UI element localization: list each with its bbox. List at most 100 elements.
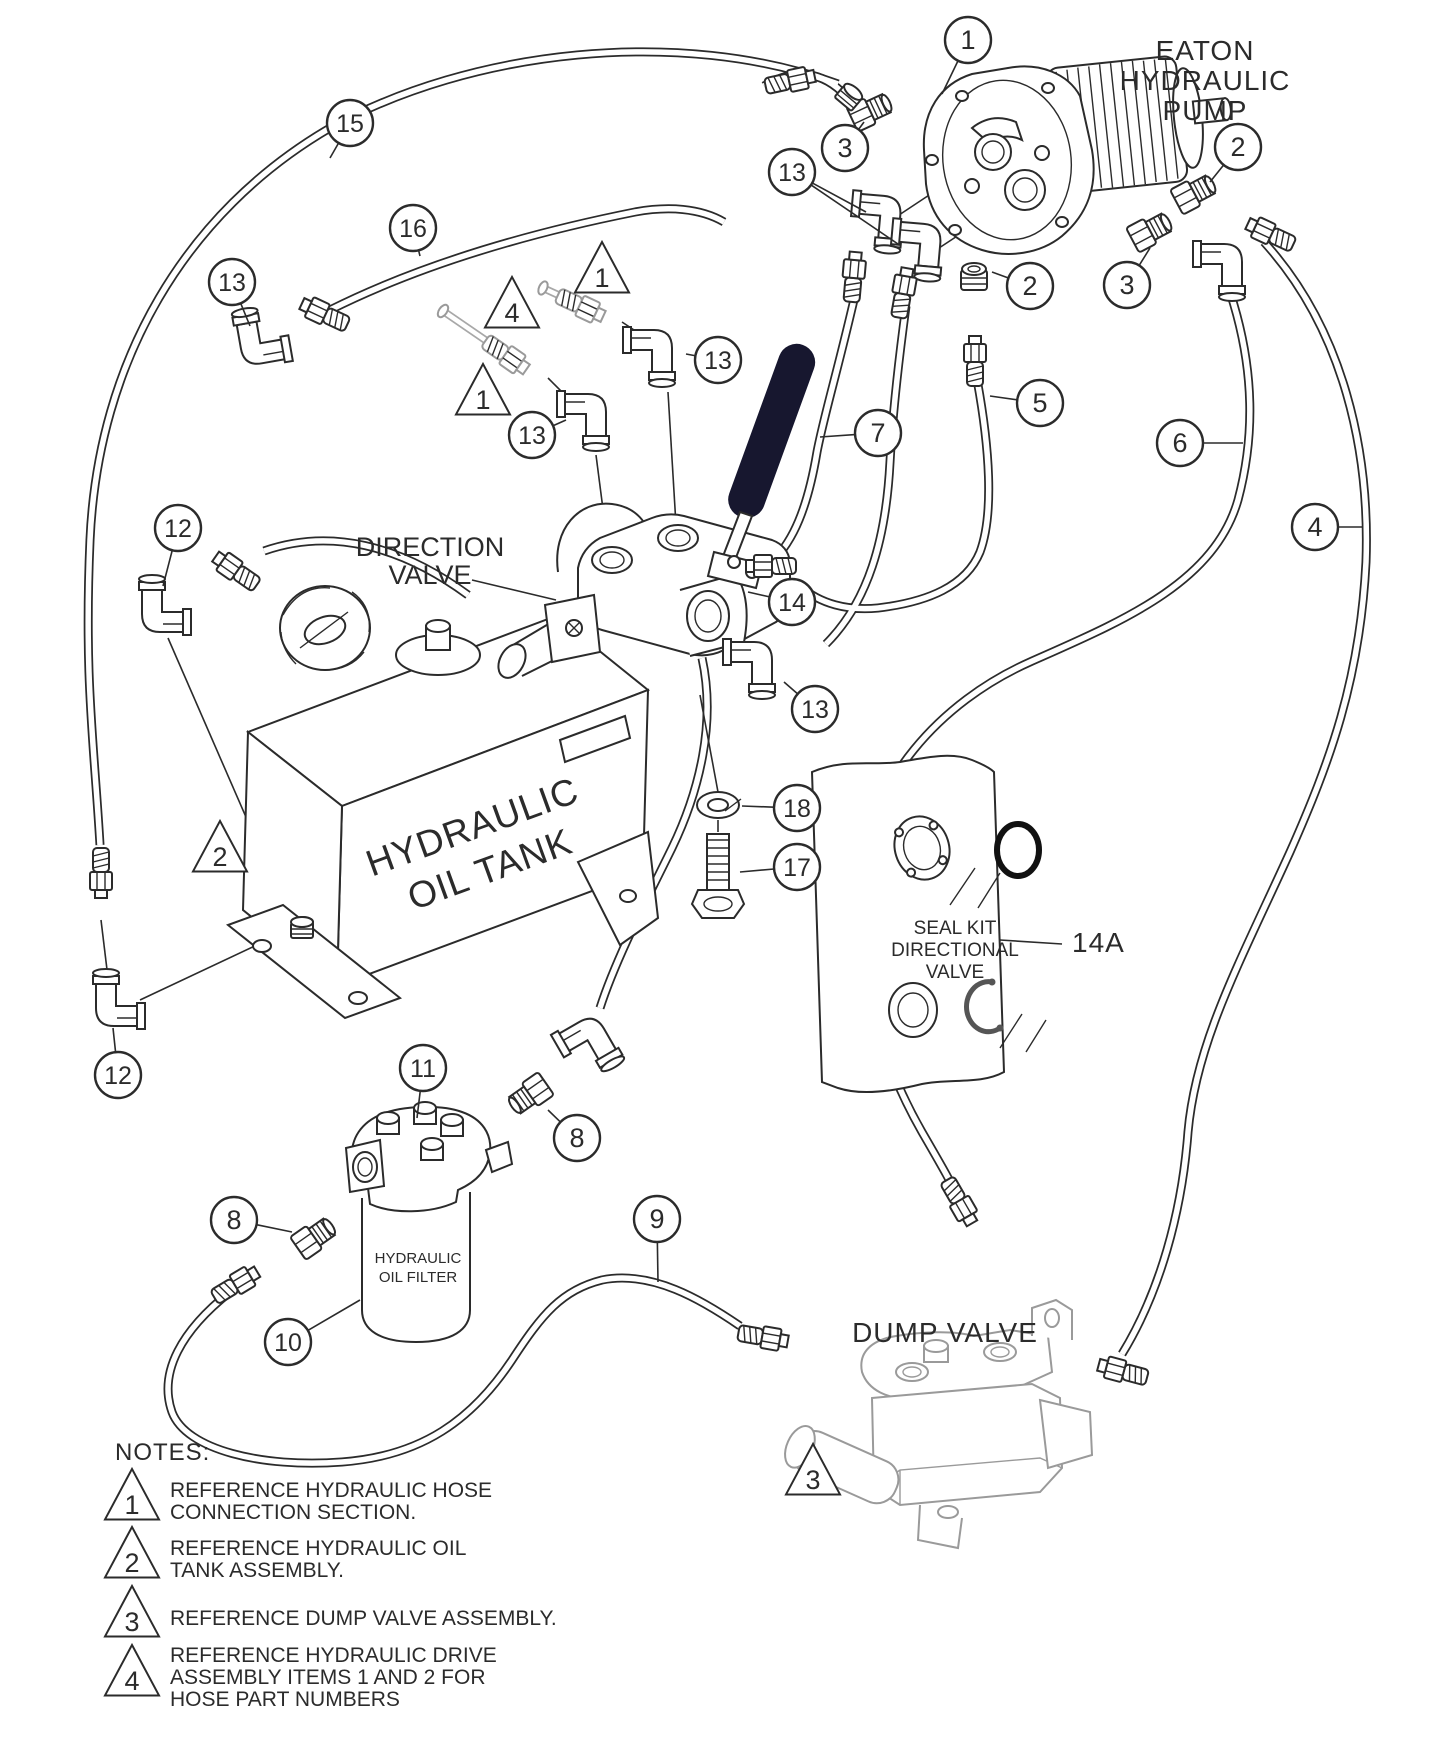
note-text: TANK ASSEMBLY. — [170, 1559, 344, 1582]
svg-text:9: 9 — [649, 1204, 664, 1234]
elbow-fitting — [889, 217, 943, 283]
note-text: ASSEMBLY ITEMS 1 AND 2 FOR — [170, 1666, 485, 1689]
ref-triangle-2: 2 — [103, 1524, 161, 1579]
callout-3: 3 — [820, 121, 870, 173]
callout-2: 2 — [1209, 122, 1263, 183]
callout-11: 11 — [398, 1043, 448, 1119]
svg-text:1: 1 — [124, 1490, 139, 1520]
filter-bosses — [376, 1101, 464, 1161]
oil-seal — [888, 982, 938, 1038]
nut-fitting — [290, 916, 314, 939]
hoseend-fitting — [298, 296, 351, 332]
plug-fitting — [960, 262, 988, 291]
o-ring — [994, 821, 1042, 879]
seal-kit-directional-valve — [810, 754, 1047, 1094]
straight-fitting — [290, 1217, 337, 1260]
hydraulic-oil-filter — [344, 1101, 514, 1344]
seal-kit-label: VALVE — [926, 962, 984, 983]
note-text: REFERENCE HYDRAULIC HOSE — [170, 1479, 492, 1502]
hex-bolt — [690, 833, 746, 919]
filter-label: HYDRAULIC — [375, 1250, 462, 1267]
dump-valve-label: DUMP VALVE — [852, 1317, 1038, 1348]
svg-text:4: 4 — [124, 1666, 139, 1696]
ref-triangle-2: 2 — [191, 818, 249, 873]
svg-text:2: 2 — [1022, 271, 1037, 301]
lock-washer-and-bolt — [690, 791, 746, 919]
seal-kit-ref-label: 14A — [1072, 927, 1125, 958]
svg-text:8: 8 — [569, 1123, 584, 1153]
callout-17: 17 — [739, 842, 822, 892]
svg-text:4: 4 — [1307, 512, 1322, 542]
elbow-fitting — [722, 638, 776, 700]
ref-triangle-1: 1 — [103, 1466, 161, 1521]
svg-text:3: 3 — [837, 133, 852, 163]
callout-12: 12 — [93, 1027, 143, 1100]
fittings-layer — [89, 66, 1297, 1386]
tank-breather — [395, 619, 481, 676]
hose-4 — [1118, 238, 1371, 1357]
hoseend-fitting — [210, 1265, 262, 1304]
ref-triangle-4: 4 — [483, 274, 541, 329]
hoseend-fitting — [745, 554, 797, 578]
ghoseend-fitting — [481, 334, 532, 376]
svg-text:18: 18 — [783, 795, 811, 823]
straight-fitting — [507, 1072, 554, 1115]
callout-1: 1 — [941, 15, 993, 95]
callout-8: 8 — [547, 1109, 602, 1163]
elbow-fitting — [92, 968, 146, 1030]
svg-text:13: 13 — [704, 347, 732, 375]
callout-8: 8 — [209, 1195, 293, 1245]
callout-3: 3 — [1102, 247, 1152, 310]
svg-text:15: 15 — [336, 110, 364, 138]
hoseend-fitting — [890, 266, 918, 320]
hose-6 — [854, 291, 1253, 1200]
seal-kit-label: SEAL KIT — [914, 918, 997, 939]
note-text: REFERENCE DUMP VALVE ASSEMBLY. — [170, 1607, 557, 1630]
straight-fitting — [1126, 212, 1173, 253]
hoseend-fitting — [763, 66, 817, 95]
callout-13: 13 — [507, 410, 567, 460]
svg-text:2: 2 — [212, 842, 227, 872]
seal-kit-label: DIRECTIONAL — [891, 940, 1019, 961]
elbow-fitting — [622, 326, 676, 388]
note-text: HOSE PART NUMBERS — [170, 1688, 400, 1711]
svg-text:1: 1 — [594, 263, 609, 293]
elbow-fitting — [556, 390, 610, 452]
callout-14: 14 — [747, 577, 817, 627]
svg-text:17: 17 — [783, 854, 811, 882]
callout-13: 13 — [207, 257, 257, 327]
hoseend-fitting — [963, 335, 987, 387]
hose-tank-left — [263, 538, 470, 598]
hose-pump-b — [824, 305, 909, 646]
direction-valve-label: VALVE — [388, 560, 471, 590]
callout-5: 5 — [989, 378, 1065, 428]
direction-valve — [497, 343, 816, 679]
svg-text:12: 12 — [164, 515, 192, 543]
callout-18: 18 — [741, 783, 822, 833]
straight-fitting — [1170, 174, 1217, 215]
notes-heading: NOTES: — [115, 1439, 210, 1466]
pump-label: HYDRAULIC — [1120, 65, 1291, 96]
callout-15: 15 — [325, 98, 375, 159]
callout-6: 6 — [1155, 418, 1243, 468]
svg-text:10: 10 — [274, 1329, 302, 1357]
ref-triangle-1: 1 — [454, 361, 512, 416]
hose-4 — [1119, 240, 1370, 1356]
hoseend-fitting — [736, 1324, 790, 1352]
svg-text:13: 13 — [518, 422, 546, 450]
callout-7: 7 — [819, 408, 903, 458]
hose-15 — [85, 49, 839, 846]
elbow-fitting — [230, 306, 294, 365]
elbow-fitting — [138, 574, 192, 636]
hoseend-fitting — [1244, 216, 1297, 252]
hose-5 — [798, 373, 992, 612]
hoseend-fitting — [940, 1176, 979, 1228]
svg-text:13: 13 — [218, 269, 246, 297]
gray-hose-cut-ends — [436, 280, 549, 319]
pump-label: EATON — [1156, 35, 1255, 66]
